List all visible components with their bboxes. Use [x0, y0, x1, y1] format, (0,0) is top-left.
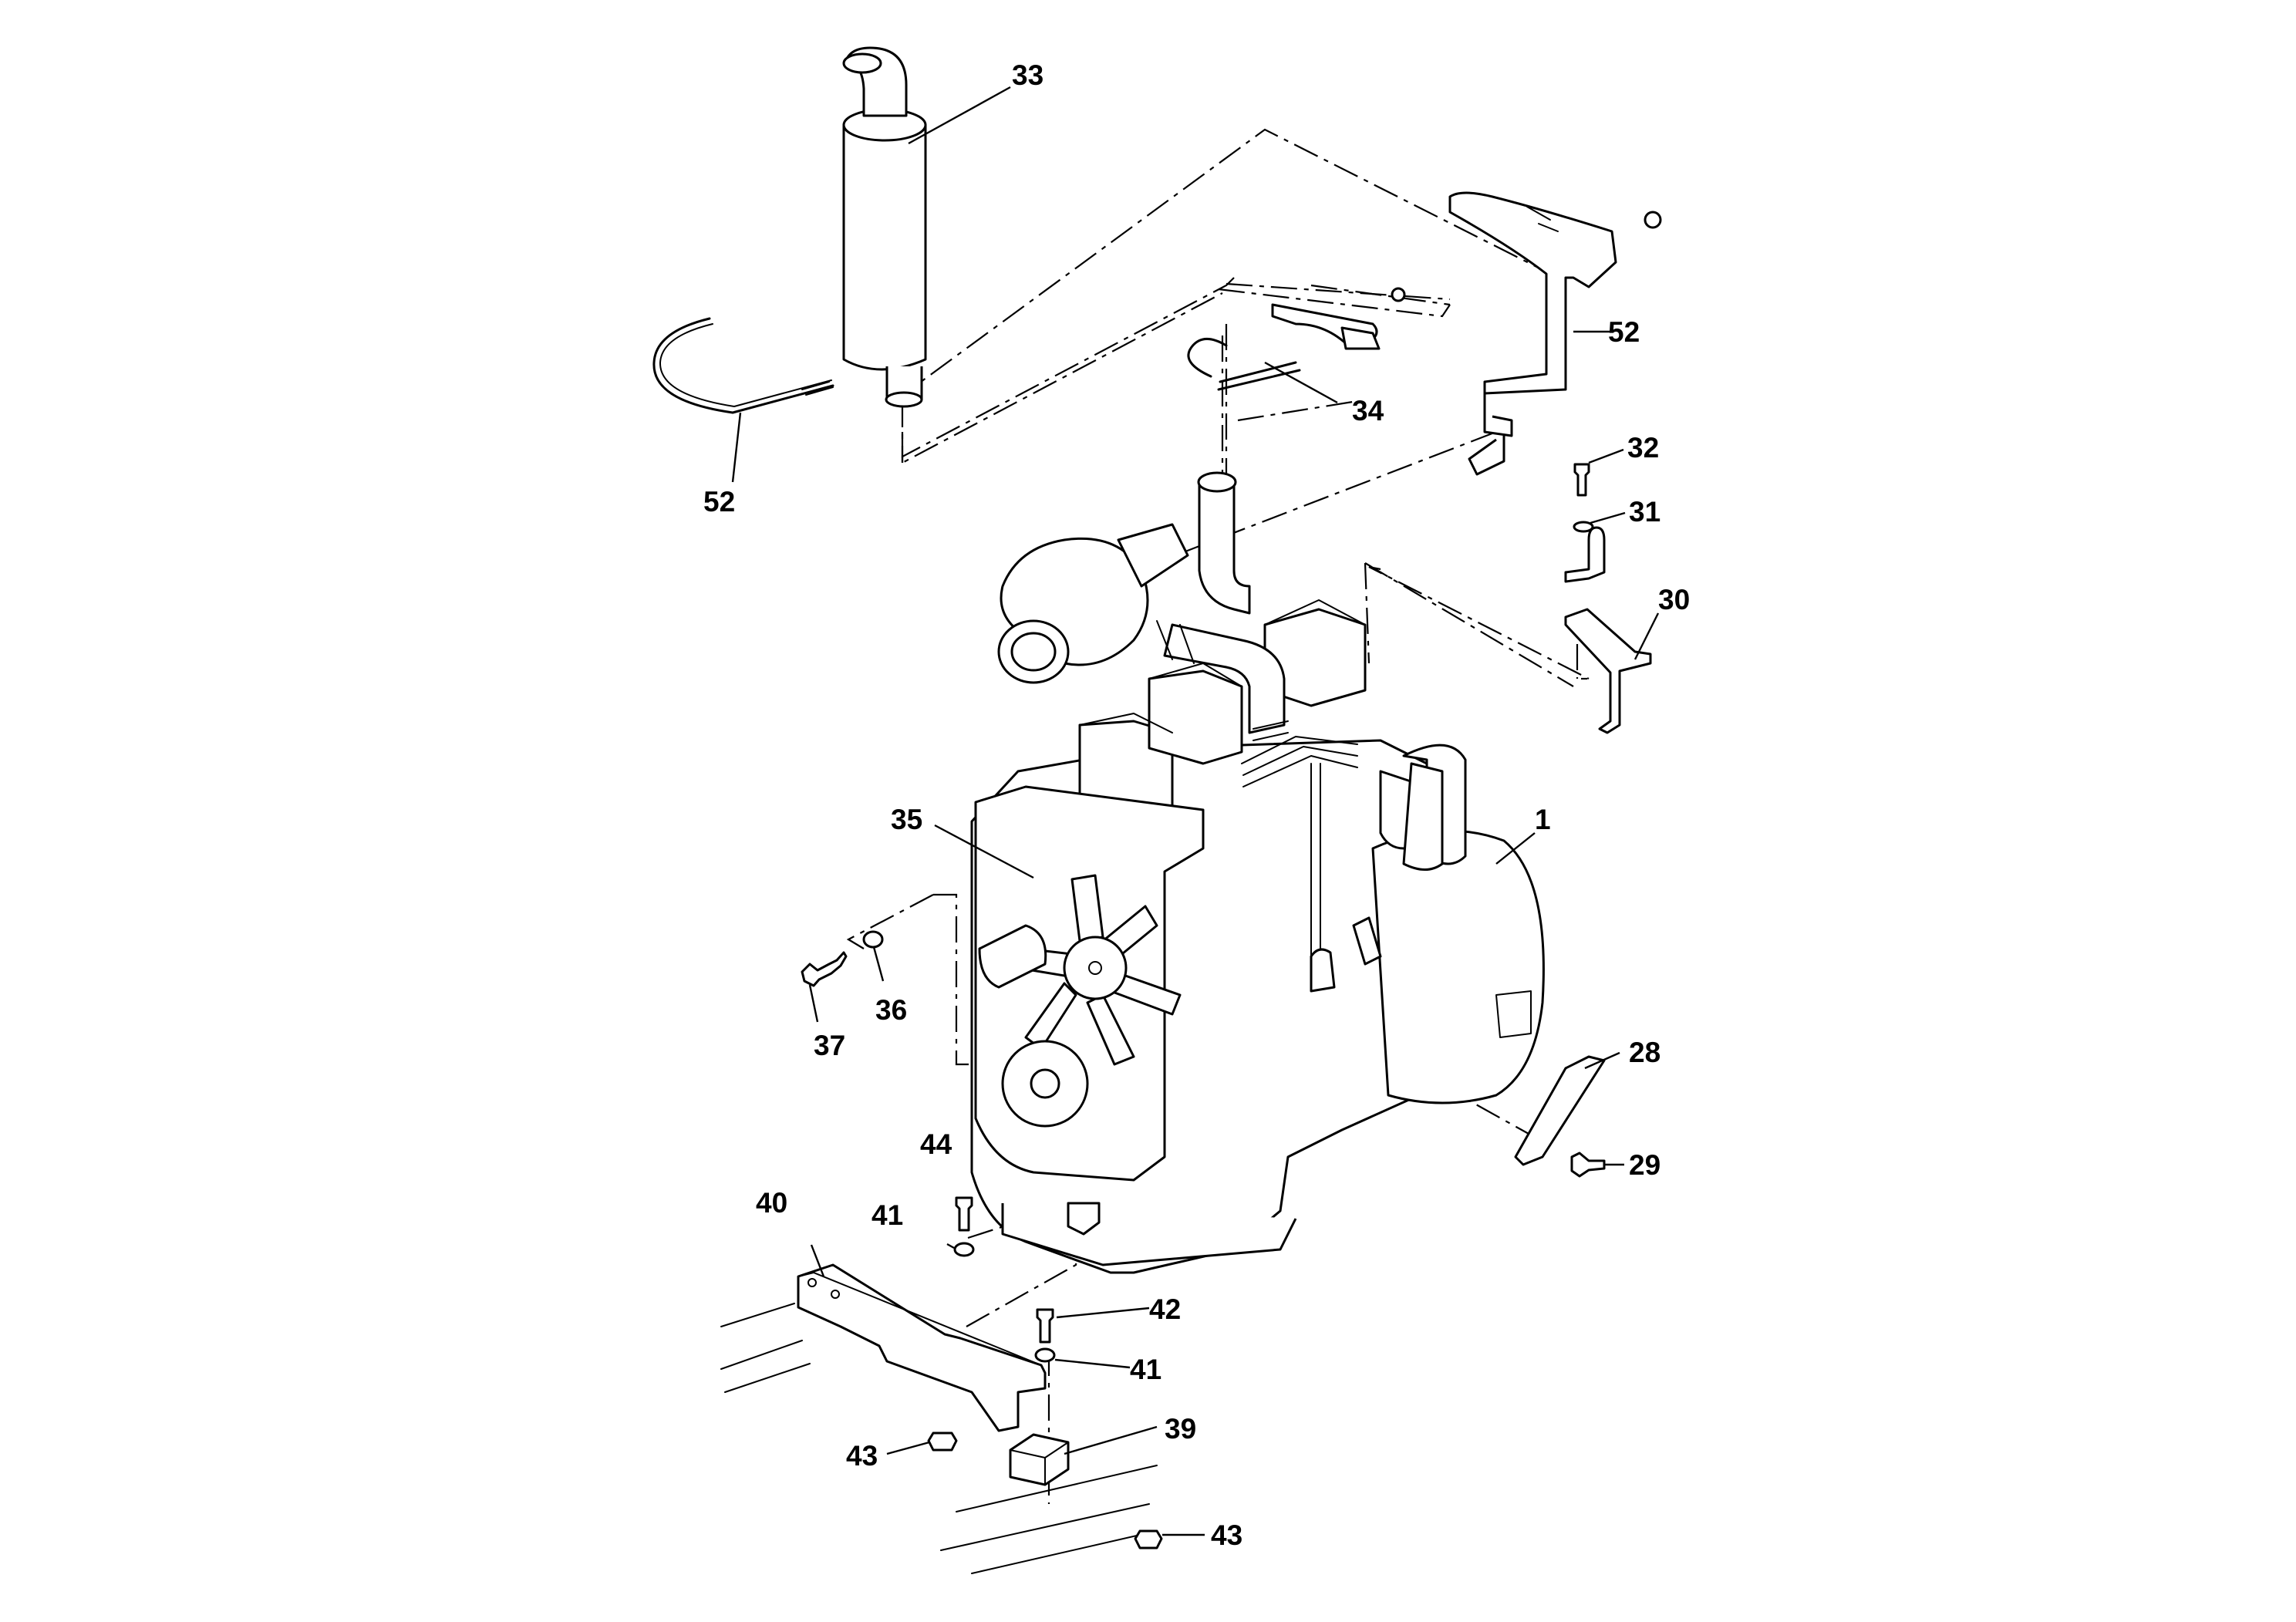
callout-43-bottom: 43: [1211, 1519, 1242, 1551]
callout-32: 32: [1627, 432, 1659, 464]
callout-52-left: 52: [703, 486, 735, 518]
callout-35: 35: [891, 804, 922, 835]
callout-39: 39: [1165, 1413, 1196, 1445]
callout-33: 33: [1012, 59, 1043, 91]
muffler: [842, 46, 927, 408]
callout-43-left: 43: [846, 1440, 878, 1472]
callout-34: 34: [1352, 395, 1384, 427]
callout-30: 30: [1658, 584, 1690, 615]
callout-42: 42: [1149, 1293, 1181, 1325]
callout-36: 36: [875, 994, 907, 1026]
callout-37: 37: [814, 1030, 845, 1061]
callout-44: 44: [920, 1128, 952, 1160]
engine-assembly: [970, 471, 1545, 1274]
bracket-hardware: [1564, 463, 1652, 734]
exhaust-bracket-right: [1448, 191, 1662, 476]
callout-31: 31: [1629, 496, 1660, 528]
u-bolt-left: [652, 317, 834, 414]
callout-1: 1: [1535, 804, 1551, 835]
callout-41-lower: 41: [1130, 1354, 1161, 1385]
mount-hardware: [927, 1196, 1163, 1549]
callout-41-upper: 41: [872, 1199, 903, 1231]
callout-29: 29: [1629, 1149, 1660, 1181]
callout-28: 28: [1629, 1037, 1660, 1068]
fan-bolt-hardware: [801, 930, 884, 987]
engine-side-bracket: [1514, 1055, 1606, 1178]
leader-lines: [731, 86, 1660, 1536]
cooling-fan: [1017, 874, 1182, 1066]
callout-40: 40: [756, 1187, 787, 1219]
callout-52-right: 52: [1608, 316, 1640, 348]
mounting-rail: [720, 1263, 1158, 1574]
callout-labels: 33 52 52 34 32 31 30 1 35 36 37 28 29 44…: [703, 59, 1690, 1551]
exhaust-clamp: [1187, 287, 1406, 391]
